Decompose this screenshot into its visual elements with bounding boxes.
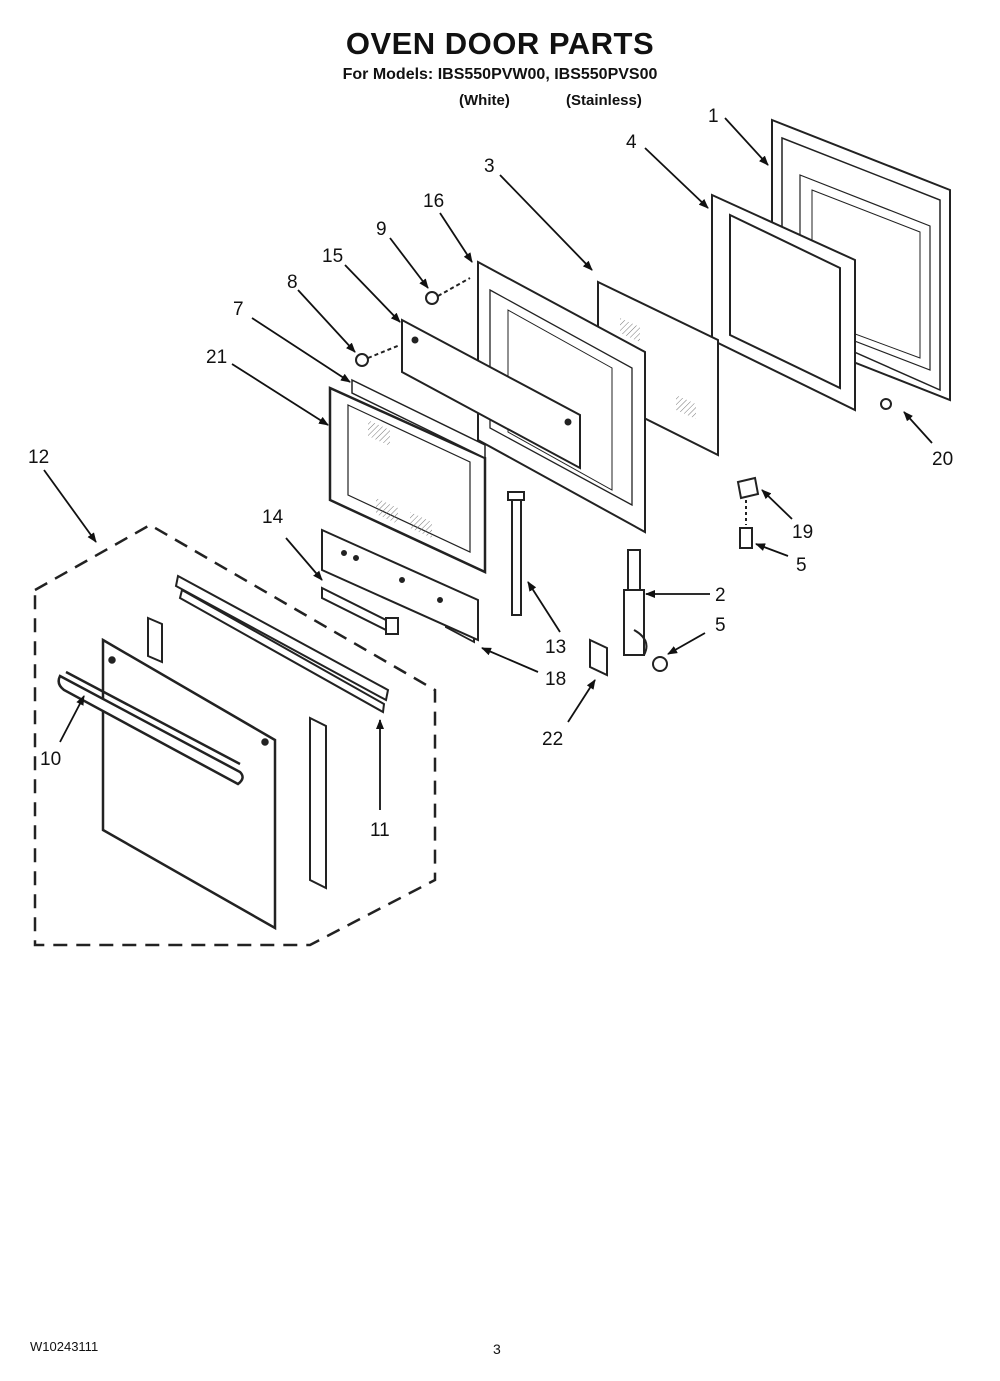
part-20-screw: [880, 398, 892, 410]
callout-19: 19: [792, 522, 813, 543]
part-2-hinge: [623, 549, 648, 656]
part-22-hinge-receiver: [589, 638, 608, 677]
part-8-screw: [355, 344, 401, 367]
callout-18: 18: [545, 669, 566, 690]
part-5-screw-upper: [739, 527, 753, 549]
part-9-screw: [425, 277, 471, 305]
callout-14: 14: [262, 507, 284, 528]
page-title: OVEN DOOR PARTS: [345, 26, 655, 61]
callout-4: 4: [626, 132, 637, 153]
part-19-clip: [736, 476, 760, 525]
part-11-top-trim: [174, 574, 390, 714]
leader-arrows: [43, 117, 933, 810]
door-outer-panel: [101, 637, 277, 931]
part-14-vent-bar: [321, 586, 399, 635]
part-10-handle: [57, 670, 244, 786]
callout-8: 8: [287, 272, 298, 293]
callout-11: 11: [370, 820, 390, 841]
page-number: 3: [493, 1341, 501, 1357]
callout-5-lower: 5: [715, 615, 726, 636]
side-strips: [147, 616, 327, 890]
part-13-vertical-bracket: [507, 491, 525, 616]
part-18-vent-trim: [321, 528, 479, 642]
models-line: For Models: IBS550PVW00, IBS550PVS00: [342, 66, 658, 83]
callout-22: 22: [542, 729, 563, 750]
callout-15: 15: [322, 246, 343, 267]
callout-10: 10: [40, 749, 61, 770]
callout-21: 21: [206, 347, 227, 368]
callout-7: 7: [233, 299, 244, 320]
part-12-door-assembly-outline: [33, 523, 437, 947]
callout-1: 1: [708, 106, 719, 127]
callout-2: 2: [715, 585, 726, 606]
callout-16: 16: [423, 191, 444, 212]
callout-12: 12: [28, 447, 49, 468]
part-16-glass-retainer: [477, 260, 646, 534]
part-3-inner-glass: [597, 280, 719, 457]
callout-13: 13: [545, 637, 566, 658]
callout-9: 9: [376, 219, 387, 240]
variant-white: (White): [459, 92, 510, 109]
callout-labels: 1 2 3 4 5 5 7 8 9 10 11 12 13 14 15 16 1…: [28, 106, 953, 841]
screw-parts: [355, 277, 892, 672]
part-5-screw-lower: [652, 656, 668, 672]
variant-stainless: (Stainless): [566, 92, 642, 109]
callout-5-upper: 5: [796, 555, 807, 576]
callout-20: 20: [932, 449, 953, 470]
part-4-gasket-frame: [711, 193, 856, 412]
callout-3: 3: [484, 156, 495, 177]
part-1-outer-door-frame: [771, 118, 951, 402]
part-21-window-glass: [328, 378, 487, 574]
document-number: W10243111: [30, 1339, 99, 1354]
